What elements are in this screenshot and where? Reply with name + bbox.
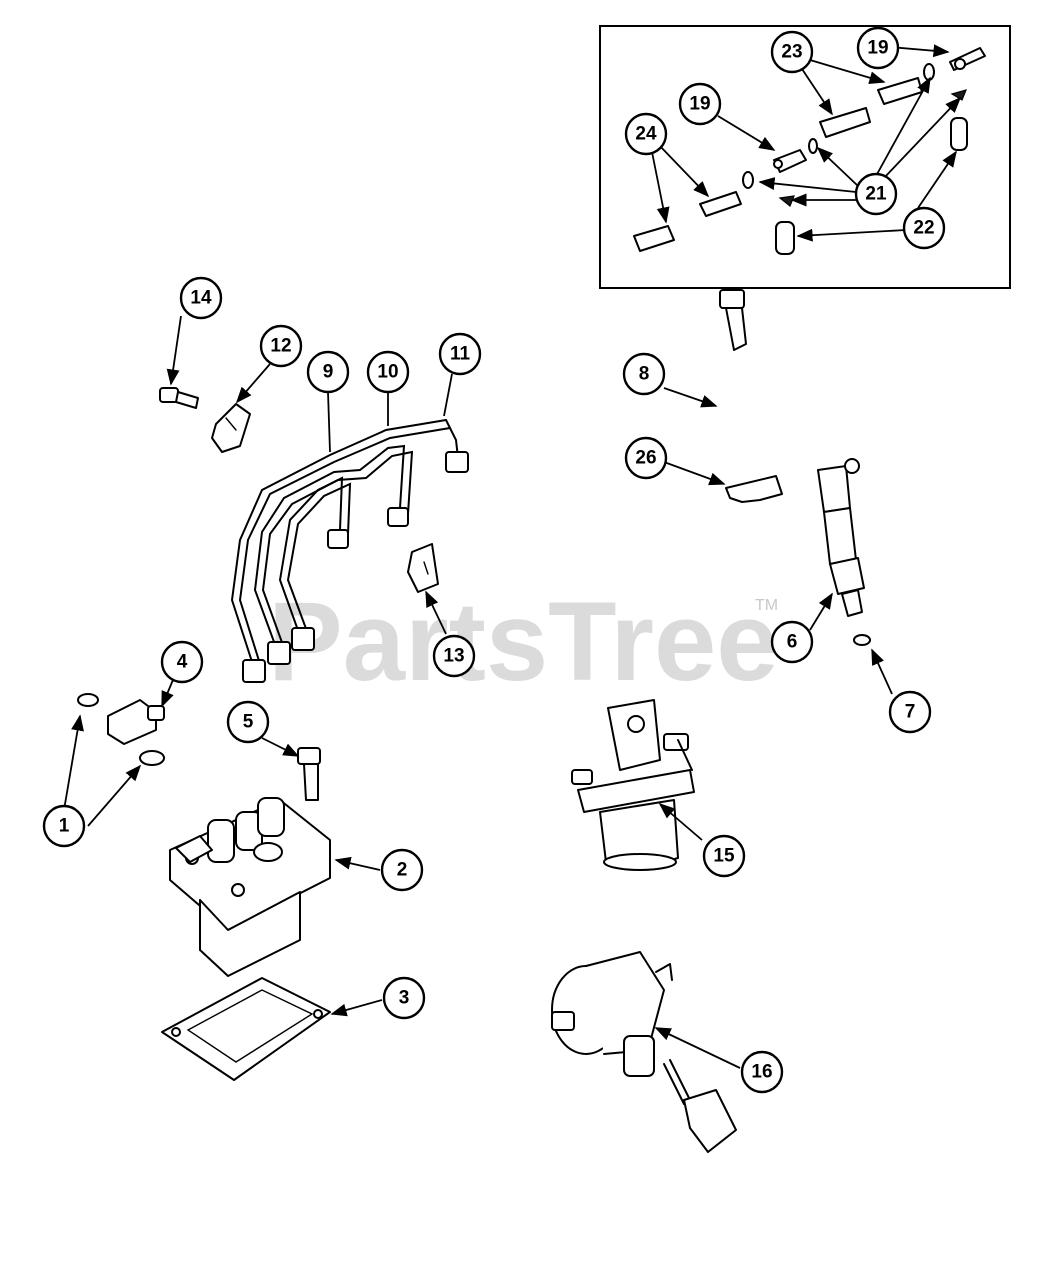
part-7-washer[interactable] <box>853 634 871 646</box>
callout-16[interactable]: 16 <box>740 1050 784 1094</box>
callout-12[interactable]: 12 <box>259 324 303 368</box>
callout-5[interactable]: 5 <box>226 700 270 744</box>
part-1-washer[interactable] <box>77 693 165 766</box>
callout-10-label: 10 <box>377 362 398 383</box>
part-15-fuel-filter[interactable] <box>571 699 695 871</box>
part-22-hose[interactable] <box>775 117 968 255</box>
callout-11-label: 11 <box>450 344 471 365</box>
callout-12-label: 12 <box>270 336 291 357</box>
callout-4[interactable]: 4 <box>160 640 204 684</box>
callout-11[interactable]: 11 <box>438 332 482 376</box>
watermark-trademark: TM <box>755 597 778 614</box>
callout-14-label: 14 <box>190 288 212 309</box>
callout-19-top-label: 19 <box>867 38 888 59</box>
callout-3-label: 3 <box>399 988 410 1009</box>
callout-19-top[interactable]: 19 <box>856 26 900 70</box>
callout-23-label: 23 <box>781 42 802 63</box>
callout-3[interactable]: 3 <box>382 976 426 1020</box>
callout-8-label: 8 <box>639 364 650 385</box>
callout-9-label: 9 <box>323 362 334 383</box>
part-19-fitting[interactable] <box>773 47 986 173</box>
callout-10[interactable]: 10 <box>366 350 410 394</box>
inset-parts <box>633 47 986 255</box>
callout-7-label: 7 <box>905 702 916 723</box>
callout-1[interactable]: 1 <box>42 804 86 848</box>
part-5-bolt[interactable] <box>297 747 321 801</box>
callout-1-label: 1 <box>59 816 70 837</box>
callout-7[interactable]: 7 <box>888 690 932 734</box>
part-2-injection-pump[interactable] <box>169 797 331 977</box>
callout-4-label: 4 <box>177 652 188 673</box>
callout-2[interactable]: 2 <box>380 848 424 892</box>
callout-24[interactable]: 24 <box>624 112 668 156</box>
inset-box <box>599 25 1011 289</box>
part-23-hose[interactable] <box>819 77 923 138</box>
callout-8[interactable]: 8 <box>622 352 666 396</box>
callout-15-label: 15 <box>713 846 735 867</box>
leader-lines <box>63 44 962 1069</box>
callout-13[interactable]: 13 <box>432 634 476 678</box>
part-26-bracket[interactable] <box>725 475 783 503</box>
callout-22[interactable]: 22 <box>902 206 946 250</box>
part-13-clamp[interactable] <box>407 543 439 593</box>
part-21-clip[interactable] <box>742 63 968 207</box>
callout-2-label: 2 <box>397 860 408 881</box>
part-16-solenoid[interactable] <box>551 951 737 1153</box>
injection-lines[interactable] <box>230 419 469 683</box>
callout-13-label: 13 <box>443 646 464 667</box>
callout-19-mid-label: 19 <box>689 94 710 115</box>
callout-19-mid[interactable]: 19 <box>678 82 722 126</box>
callout-26-label: 26 <box>635 448 656 469</box>
callout-23[interactable]: 23 <box>770 30 814 74</box>
callout-21[interactable]: 21 <box>854 172 898 216</box>
part-24-hose[interactable] <box>633 191 742 252</box>
callout-5-label: 5 <box>243 712 254 733</box>
watermark-text: PartsTree <box>268 579 779 704</box>
callout-6-label: 6 <box>787 632 798 653</box>
part-8-bolt[interactable] <box>719 289 747 351</box>
part-14-screw[interactable] <box>159 387 199 409</box>
callout-14[interactable]: 14 <box>179 276 223 320</box>
callout-16-label: 16 <box>751 1062 772 1083</box>
part-12-clamp[interactable] <box>211 403 251 453</box>
callout-22-label: 22 <box>913 218 934 239</box>
callout-9[interactable]: 9 <box>306 350 350 394</box>
callout-6[interactable]: 6 <box>770 620 814 664</box>
callout-24-label: 24 <box>635 124 657 145</box>
part-3-gasket[interactable] <box>161 977 331 1081</box>
part-6-injector[interactable] <box>817 458 865 617</box>
callout-15[interactable]: 15 <box>702 834 746 878</box>
part-4-valve[interactable] <box>107 699 165 745</box>
callout-26[interactable]: 26 <box>624 436 668 480</box>
callout-21-label: 21 <box>865 184 887 205</box>
